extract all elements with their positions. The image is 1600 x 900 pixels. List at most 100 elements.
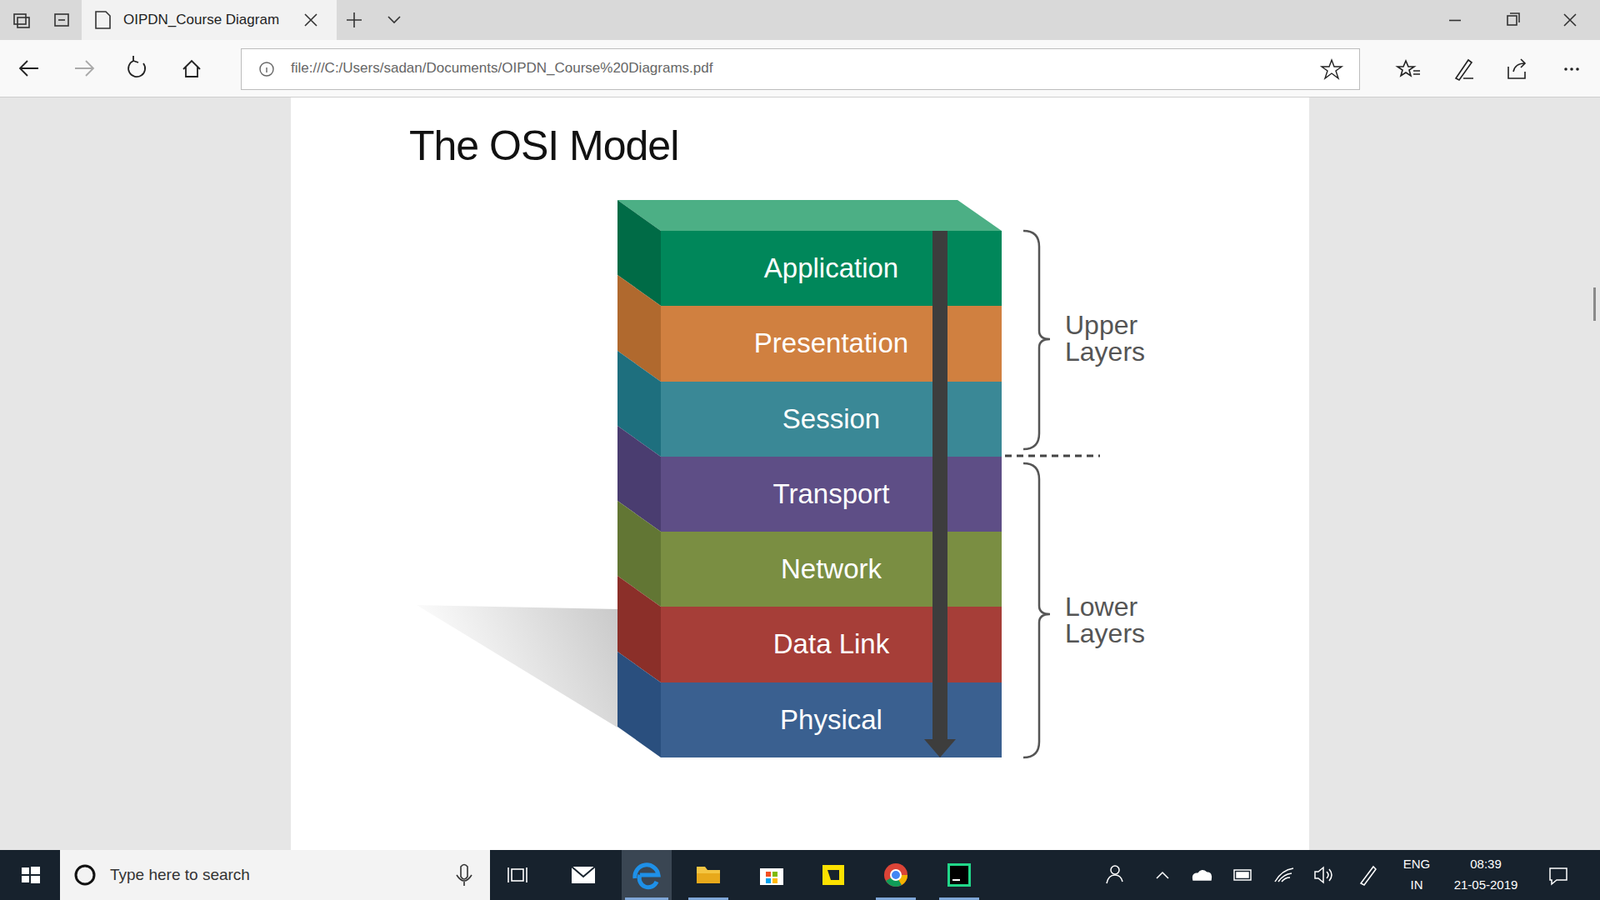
pycharm-icon [950, 865, 969, 885]
more-dot [1570, 67, 1574, 71]
wifi-icon [1275, 868, 1294, 882]
home-icon [183, 60, 200, 77]
osi-layer-band: Presentation [660, 305, 1002, 382]
sticky-notes-icon [822, 865, 845, 885]
address-bar [241, 49, 1360, 90]
layer-name: Transport [773, 479, 890, 510]
pen-workspace-icon [1360, 866, 1376, 885]
people-icon [1106, 875, 1123, 884]
taskbar [0, 850, 1600, 900]
tab-icon [14, 14, 26, 25]
pycharm-icon [952, 879, 960, 881]
browser-chrome [0, 0, 1600, 98]
chrome-icon [884, 863, 908, 887]
chrome-icon [890, 870, 901, 880]
back-icon [20, 60, 39, 76]
running-indicator [625, 897, 669, 900]
taskbar-bar [0, 850, 1600, 900]
stack-top-face [617, 200, 1002, 231]
more-dot [1575, 67, 1580, 71]
tab-list-icon [388, 16, 400, 23]
nav-icons [20, 55, 200, 77]
tab-icon [17, 17, 30, 28]
osi-layer-band: Session [660, 381, 1002, 457]
explorer-icon [696, 873, 720, 884]
onedrive-icon [1193, 870, 1212, 880]
more-dot [1564, 67, 1568, 71]
osi-layer-band: Application [660, 230, 1002, 306]
more-icon [1564, 67, 1580, 71]
address-icons [260, 60, 1342, 79]
language-indicator: ENG [1403, 856, 1431, 871]
start-logo [21, 875, 30, 883]
edge-icon [635, 865, 659, 888]
osi-stack-illustration [416, 200, 1002, 758]
battery-icon [1236, 872, 1249, 878]
chrome-icon [884, 863, 908, 887]
task-view-icon [508, 867, 527, 883]
pycharm-icon [947, 863, 971, 887]
info-icon [260, 62, 274, 76]
restore-icon [1507, 15, 1517, 25]
start-logo [30, 866, 40, 875]
keyboard-region: IN [1410, 877, 1424, 892]
page-title: The OSI Model [409, 121, 679, 170]
mail-icon [571, 866, 595, 884]
running-indicator [875, 897, 916, 900]
upper-bracket [1023, 230, 1050, 450]
running-indicators [625, 897, 980, 900]
store-icon [772, 871, 778, 877]
pycharm-icon [947, 863, 971, 887]
stack-shadow [416, 605, 618, 728]
pdf-page [290, 97, 1310, 850]
tray-chevron [1156, 872, 1169, 879]
viewer-background [0, 97, 1600, 850]
tab-icons [14, 11, 1576, 29]
toolbar-icons [1397, 59, 1525, 80]
active-app-highlight [621, 850, 672, 900]
store-icon [772, 878, 778, 884]
osi-layer-band: Network [660, 531, 1002, 607]
clock-time: 08:39 [1470, 856, 1502, 871]
osi-layer-band: Transport [660, 456, 1002, 532]
layer-name: Presentation [754, 328, 909, 359]
sticky-notes-icon [822, 865, 845, 885]
running-indicator [688, 897, 729, 900]
notification-icon [1550, 868, 1567, 885]
scrollbar-thumb [1593, 287, 1596, 321]
restore-icon [1510, 13, 1520, 23]
tab-strip [0, 0, 1600, 40]
layer-name: Network [780, 554, 882, 585]
lower-bracket [1023, 463, 1050, 758]
store-icon [765, 871, 771, 877]
sticky-notes-icon [827, 870, 840, 880]
clock-date: 21-05-2019 [1454, 877, 1519, 892]
mail-icon [571, 866, 595, 877]
layer-name: Physical [780, 705, 883, 735]
layer-divider [1005, 455, 1100, 458]
start-logo [21, 867, 30, 875]
new-tab-icon [346, 12, 362, 28]
forward-icon [75, 60, 94, 76]
microphone-icon [456, 865, 472, 887]
minimize-icon [1449, 20, 1461, 22]
people-icon [1110, 865, 1120, 875]
flow-arrow [932, 230, 948, 740]
chrome-border [0, 96, 1600, 98]
osi-layer-band: Data Link [660, 606, 1002, 683]
search-placeholder: Type here to search [110, 865, 250, 885]
tab-icon [58, 19, 65, 21]
layer-name: Data Link [773, 629, 890, 660]
store-icon [765, 878, 771, 884]
favorites-icon [1413, 70, 1420, 75]
close-tab-icon [305, 14, 317, 26]
mail-icon [571, 866, 595, 884]
store-icon [760, 868, 784, 885]
store-icon [760, 868, 784, 885]
task-view-icon [511, 869, 524, 881]
stack-side-faces [617, 200, 661, 758]
start-button [21, 866, 40, 884]
bracket-label: Upper Layers [1065, 311, 1174, 365]
share-icon [1508, 59, 1525, 79]
address-row [0, 40, 1600, 98]
